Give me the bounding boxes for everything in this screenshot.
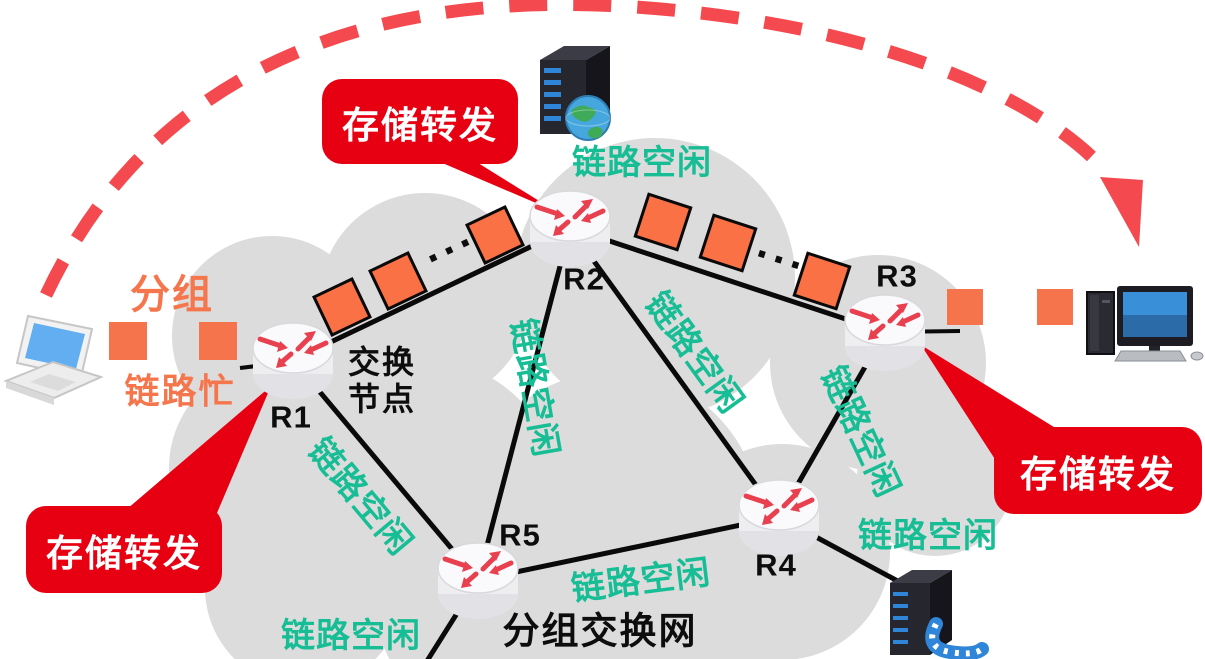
packets-internal — [312, 192, 852, 337]
store-forward-label: 存储转发 — [342, 104, 498, 146]
laptop-icon — [3, 314, 104, 405]
router-icon-r1 — [253, 323, 333, 399]
link-r2-r5 — [475, 227, 573, 581]
router-label-r4: R4 — [755, 547, 797, 583]
store-forward-callout-top: 存储转发 — [322, 79, 518, 164]
link-idle-label-bottom-left: 链路空闲 — [281, 617, 421, 655]
film-strip-icon — [925, 617, 989, 659]
link-r5-r4 — [477, 514, 780, 583]
link-lines — [239, 225, 961, 659]
switch-node-line1: 交换 — [347, 344, 417, 381]
switch-node-label: 交换 节点 — [348, 344, 416, 418]
router-icon-r4 — [739, 480, 819, 556]
link-idle-label-top: 链路空闲 — [572, 144, 712, 182]
globe-icon — [565, 95, 611, 141]
router-icon-r5 — [438, 543, 518, 619]
network-name-label: 分组交换网 — [502, 610, 698, 652]
packet-square-icon — [368, 251, 428, 311]
mouse-icon — [1190, 351, 1204, 361]
store-forward-callout-right: 存储转发 — [994, 427, 1202, 514]
link-idle-label-r4-right: 链路空闲 — [858, 517, 998, 555]
desktop-computer-icon — [1086, 286, 1204, 362]
link-r2-r3 — [569, 225, 886, 335]
store-forward-label: 存储转发 — [1020, 453, 1176, 495]
link-busy-label: 链路忙 — [124, 372, 236, 412]
packet-square-icon — [312, 277, 372, 337]
dashed-arc-arrow-icon — [40, 0, 1143, 298]
packet-square-icon — [199, 322, 237, 360]
packet-square-icon — [947, 289, 983, 325]
router-label-r2: R2 — [563, 261, 605, 297]
callout-pointer-top — [412, 150, 557, 212]
router-icon-r3 — [845, 295, 925, 371]
packets-external — [109, 289, 1073, 360]
packet-square-icon — [109, 322, 147, 360]
callout-pointer-bottom-left — [120, 386, 271, 520]
router-icon-r2 — [530, 191, 610, 267]
link-r1-r2 — [291, 225, 572, 363]
router-label-r1: R1 — [270, 399, 312, 435]
store-forward-callout-bottom-left: 存储转发 — [26, 506, 222, 593]
packet-square-icon — [633, 192, 693, 252]
server-with-film-icon — [890, 570, 989, 659]
packet-square-icon — [465, 205, 525, 265]
packet-square-icon — [698, 213, 758, 273]
switch-node-line2: 节点 — [347, 381, 417, 417]
packet-label: 分组 — [130, 273, 214, 317]
link-r1-r5 — [291, 358, 480, 582]
packet-square-icon — [792, 251, 852, 311]
store-forward-label: 存储转发 — [46, 532, 202, 574]
packet-square-icon — [1037, 289, 1073, 325]
link-r2-r4 — [567, 226, 782, 519]
keyboard — [1114, 350, 1187, 362]
server-with-globe-icon — [540, 46, 611, 141]
router-label-r3: R3 — [876, 258, 918, 294]
router-label-r5: R5 — [499, 517, 541, 553]
